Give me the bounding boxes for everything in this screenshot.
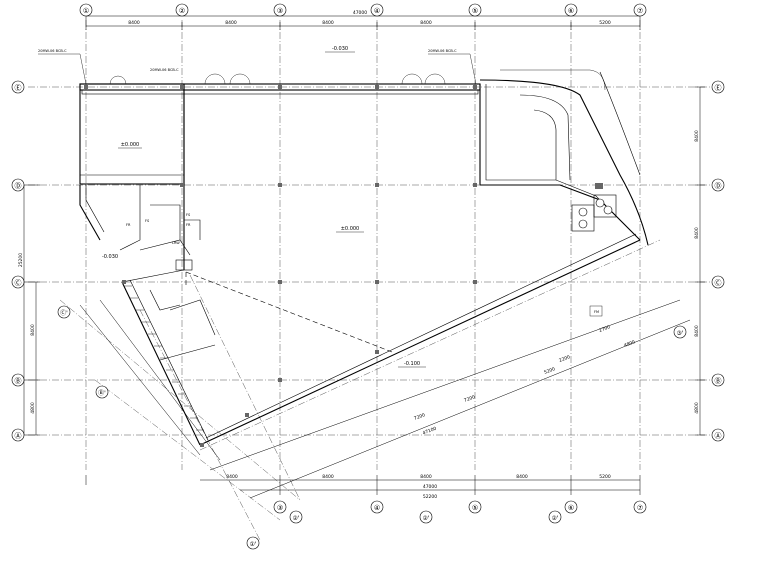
bottom-axis-5: ⑤ <box>472 504 478 512</box>
right-axis-e: Ⓔ <box>715 84 722 92</box>
top-span-1: 8400 <box>128 20 140 26</box>
top-axis-3: ③ <box>277 7 283 15</box>
note-fs-2: FS <box>186 213 191 217</box>
right-axis-a: Ⓐ <box>715 432 722 440</box>
grid-bubbles-right: Ⓔ Ⓓ Ⓒ Ⓑ Ⓐ <box>711 80 725 442</box>
grid-axes <box>28 20 712 541</box>
bottom-span-2: 8400 <box>322 474 334 480</box>
bottom-axis-7: ⑦ <box>637 504 643 512</box>
callout-right: 20MW-06 BCB-C <box>428 49 457 53</box>
right-axis-b: Ⓑ <box>715 377 722 385</box>
level-marks: -0.030 ±0.000 ±0.000 -0.100 -0.030 <box>102 46 426 368</box>
diagonal-dimensions: 7200 7200 5200 4800 47100 2200 2700 <box>79 299 691 499</box>
grid-bubbles-rotated: Ⓒ' Ⓑ' ①' ②' ③' ②' ②' <box>57 305 687 550</box>
bottom-dimensions: 8400 8400 8400 8400 5200 47000 52200 <box>85 474 641 500</box>
bottom-span-1: 8400 <box>226 474 238 480</box>
level-lower: -0.100 <box>404 361 420 367</box>
right-span-2: 8400 <box>694 227 700 239</box>
bottom-axis-6: ⑥ <box>568 504 574 512</box>
left-span-1: 8400 <box>30 324 36 336</box>
top-axis-2: ② <box>179 7 185 15</box>
top-span-2: 8400 <box>225 20 237 26</box>
bottom-total-dim: 52200 <box>423 494 437 500</box>
rot-axis-c: Ⓒ' <box>60 309 68 317</box>
left-axis-b: Ⓑ <box>15 377 22 385</box>
dashed-guide <box>185 271 393 353</box>
note-lrw: LRW <box>172 241 180 245</box>
bottom-span-5: 5200 <box>599 474 611 480</box>
top-axis-5: ⑤ <box>472 7 478 15</box>
diag-dim-2: 7200 <box>463 394 476 404</box>
level-room-left: ±0.000 <box>121 142 140 148</box>
notes: 20MW-06 BCB-C 20MW-06 BCB-C 20MW-06 BCB-… <box>38 49 603 317</box>
rot-axis-2: ②' <box>292 515 299 522</box>
note-fs-1: FS <box>145 219 150 223</box>
note-fm: FM <box>594 310 599 314</box>
level-ext-top: -0.030 <box>332 46 348 52</box>
callout-left: 20MW-06 BCB-C <box>38 49 67 53</box>
diag-dim-4: 4800 <box>623 339 636 349</box>
bottom-span-4: 8400 <box>516 474 528 480</box>
left-span-2: 4800 <box>30 402 36 414</box>
top-span-5: 5200 <box>599 20 611 26</box>
diag-dim-5: 47100 <box>422 426 438 437</box>
top-span-4: 8400 <box>420 20 432 26</box>
right-span-3: 8400 <box>694 325 700 337</box>
level-left-outside: -0.030 <box>102 254 118 260</box>
diag-dim-1: 7200 <box>413 412 426 422</box>
right-span-1: 8400 <box>694 130 700 142</box>
right-axis-d: Ⓓ <box>715 182 722 190</box>
rot-axis-1: ①' <box>249 541 256 548</box>
rot-axis-2b: ②' <box>422 515 429 522</box>
top-axis-1: ① <box>83 7 89 15</box>
diagonal-hatch <box>124 285 204 431</box>
bottom-span-3: 8400 <box>420 474 432 480</box>
diag-dim-3: 5200 <box>543 366 556 376</box>
walls <box>79 69 649 446</box>
level-main: ±0.000 <box>341 226 360 232</box>
left-axis-c: Ⓒ <box>15 279 22 287</box>
bottom-axis-4: ④ <box>374 504 380 512</box>
rot-axis-3: ③' <box>676 330 683 337</box>
door-note: 20MW-06 BCB-C <box>150 68 179 72</box>
rot-axis-2c: ②' <box>551 515 558 522</box>
top-span-3: 8400 <box>322 20 334 26</box>
top-axis-4: ④ <box>374 7 380 15</box>
grid-bubbles-top: ① ② ③ ④ ⑤ ⑥ ⑦ <box>79 3 647 17</box>
rot-axis-b: Ⓑ' <box>98 389 106 397</box>
left-total-dim: 25200 <box>18 253 24 267</box>
note-fr-1: FR <box>126 223 131 227</box>
top-total-dim: 47000 <box>353 10 367 16</box>
top-dimensions: 47000 8400 8400 8400 8400 5200 <box>85 10 641 30</box>
bottom-axis-3: ③ <box>277 504 283 512</box>
right-axis-c: Ⓒ <box>715 279 722 287</box>
left-axis-a: Ⓐ <box>15 432 22 440</box>
diag-dim-7: 2700 <box>598 324 611 334</box>
grid-bubbles-bottom: ③ ④ ⑤ ⑥ ⑦ <box>273 500 647 514</box>
left-dimensions: 25200 8400 4800 <box>18 184 40 436</box>
top-axis-6: ⑥ <box>568 7 574 15</box>
right-span-4: 4800 <box>694 402 700 414</box>
note-fr-2: FR <box>186 223 191 227</box>
left-axis-d: Ⓓ <box>15 182 22 190</box>
grid-bubbles-left: Ⓔ Ⓓ Ⓒ Ⓑ Ⓐ <box>11 80 25 442</box>
left-axis-e: Ⓔ <box>15 84 22 92</box>
top-axis-7: ⑦ <box>637 7 643 15</box>
columns <box>84 85 600 447</box>
toilet-core <box>571 183 617 232</box>
diag-dim-6: 2200 <box>558 354 571 364</box>
bottom-sub-dim: 47000 <box>423 484 437 490</box>
right-dimensions: 8400 8400 8400 4800 <box>694 86 705 436</box>
